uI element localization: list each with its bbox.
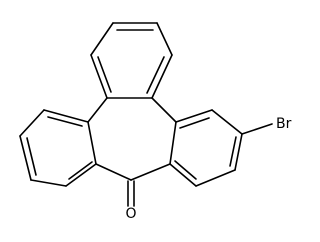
bond	[19, 135, 32, 181]
bond	[130, 163, 171, 181]
bond	[146, 56, 165, 94]
bond	[169, 163, 197, 187]
bond	[151, 97, 177, 123]
bond	[95, 163, 132, 181]
bond	[234, 133, 243, 171]
bond	[87, 97, 108, 123]
bond	[151, 54, 173, 99]
bonds-group	[19, 22, 273, 207]
bond	[47, 116, 83, 127]
bond	[87, 121, 97, 165]
bond	[90, 54, 108, 99]
bond	[175, 109, 213, 123]
bond	[241, 123, 273, 135]
bond	[195, 169, 236, 187]
bond	[211, 109, 243, 135]
bond	[90, 22, 114, 56]
skeletal-formula: Br O	[19, 22, 292, 222]
bond	[68, 161, 93, 180]
bond	[179, 117, 210, 129]
bond	[97, 56, 112, 93]
bond	[174, 160, 197, 180]
bond	[43, 109, 89, 123]
bromine-label: Br	[276, 116, 292, 132]
oxygen-label: O	[125, 206, 136, 222]
bond	[169, 121, 177, 165]
bond	[65, 163, 97, 187]
bond	[19, 109, 45, 137]
bond	[30, 179, 67, 187]
bond	[156, 22, 173, 56]
structure-canvas: Br O	[19, 22, 292, 222]
bond	[26, 137, 37, 176]
bond	[229, 136, 237, 167]
